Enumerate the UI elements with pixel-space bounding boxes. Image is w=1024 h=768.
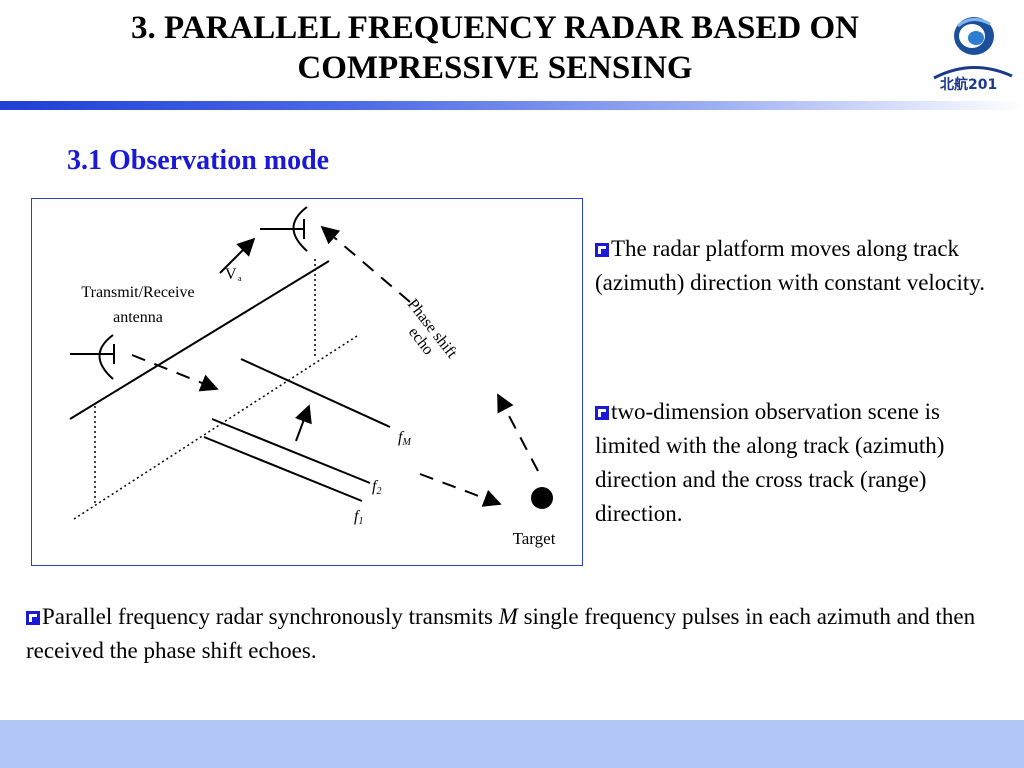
range-arrow (294, 404, 312, 442)
antenna-icon-lower (70, 334, 115, 380)
signal-to-target-arrow (419, 473, 502, 507)
bullet-text-3-var: M (498, 604, 518, 629)
bullet-platform-motion: The radar platform moves along track (az… (595, 232, 990, 300)
velocity-label: V (225, 266, 237, 283)
frequency-line-f2 (211, 418, 371, 484)
ground-track-line (73, 335, 358, 520)
slide-title: 3. PARALLEL FREQUENCY RADAR BASED ON COM… (0, 8, 990, 88)
freq-label-f2: f2 (372, 478, 381, 497)
echo-return-arrow-1 (320, 225, 411, 303)
section-heading: 3.1 Observation mode (67, 145, 330, 176)
transmit-signal-arrow (131, 354, 219, 392)
freq-label-fM: fM (398, 429, 411, 448)
antenna-label-line1: Transmit/Receive (81, 284, 194, 301)
flight-track-line (69, 260, 330, 420)
echo-return-arrow-2 (497, 393, 539, 472)
freq-label-f1: f1 (354, 508, 363, 527)
footer-band (0, 720, 1024, 768)
bullet-parallel-frequency: Parallel frequency radar synchronously t… (26, 600, 1006, 668)
target-point (531, 487, 553, 509)
square-bullet-icon (595, 243, 609, 257)
title-underline-bar (0, 101, 1024, 110)
title-line-2: COMPRESSIVE SENSING (297, 50, 693, 86)
title-line-1: 3. PARALLEL FREQUENCY RADAR BASED ON (131, 10, 859, 46)
antenna-icon-upper (260, 206, 308, 252)
frequency-line-f1 (203, 436, 363, 502)
logo-text: 北航201 (940, 77, 998, 93)
square-bullet-icon (26, 611, 40, 625)
target-label: Target (513, 529, 556, 548)
university-logo (928, 12, 1016, 94)
velocity-subscript: a (238, 274, 242, 283)
bullet-text-3-suffix: single frequency pulses in each azimuth … (26, 604, 976, 663)
frequency-line-fM (240, 358, 391, 428)
bullet-text-3-prefix: Parallel frequency radar synchronously t… (42, 604, 499, 629)
bullet-text-2: two-dimension observation scene is limit… (595, 399, 945, 526)
antenna-label-line2: antenna (113, 309, 163, 326)
bullet-text-1: The radar platform moves along track (az… (595, 236, 986, 295)
velocity-arrow (219, 237, 256, 274)
observation-mode-diagram: Transmit/Receive antenna V a Phase shift… (31, 198, 583, 566)
square-bullet-icon (595, 406, 609, 420)
bullet-observation-scene: two-dimension observation scene is limit… (595, 395, 990, 531)
